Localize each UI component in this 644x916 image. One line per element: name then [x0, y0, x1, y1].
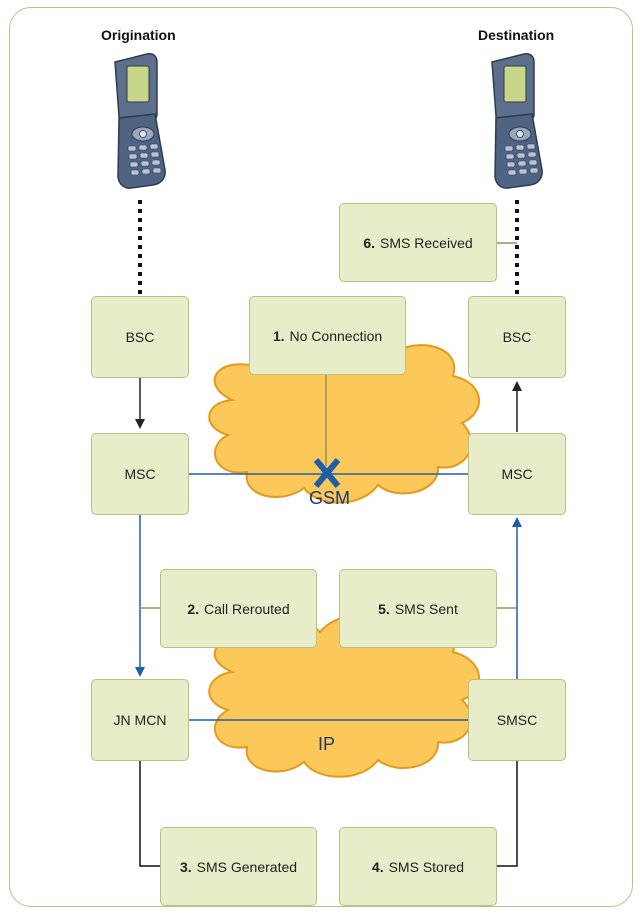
step-6-text: SMS Received [380, 234, 473, 251]
step-2-box: 2.Call Rerouted [160, 569, 317, 648]
origination-phone-icon [114, 53, 166, 189]
msc-destination: MSC [468, 433, 566, 515]
step-5-box: 5.SMS Sent [339, 569, 497, 648]
bsc-origination: BSC [91, 296, 189, 378]
step-3-box: 3.SMS Generated [160, 827, 317, 906]
step-2-number: 2. [187, 600, 200, 617]
step-1-number: 1. [272, 327, 285, 344]
step-6-number: 6. [363, 234, 376, 251]
step-3-text: SMS Generated [196, 858, 298, 875]
gsm-cloud-label: GSM [309, 488, 351, 508]
step-6-box: 6.SMS Received [339, 203, 497, 282]
step-4-number: 4. [371, 858, 384, 875]
origination-label: Origination [101, 27, 176, 43]
step-4-box: 4.SMS Stored [339, 827, 497, 906]
step4-to-smsc-connector [497, 761, 518, 867]
msc-origination: MSC [91, 433, 189, 515]
jn-mcn-node: JN MCN [91, 679, 189, 761]
step-4-text: SMS Stored [388, 858, 465, 875]
destination-label: Destination [478, 27, 555, 43]
step-3-number: 3. [179, 858, 192, 875]
step-1-text: No Connection [289, 327, 383, 344]
destination-phone-icon [491, 53, 543, 189]
step-2-text: Call Rerouted [204, 600, 290, 617]
step-1-box: 1.No Connection [249, 296, 406, 375]
ip-cloud-label: IP [318, 734, 336, 754]
smsc-node: SMSC [468, 679, 566, 761]
jnmcn-to-step3-connector [139, 761, 160, 867]
step-5-number: 5. [378, 600, 390, 617]
broken-link-x-icon [313, 458, 341, 488]
bsc-destination: BSC [468, 296, 566, 378]
diagram-frame [9, 7, 633, 907]
step-5-text: SMS Sent [394, 600, 458, 617]
